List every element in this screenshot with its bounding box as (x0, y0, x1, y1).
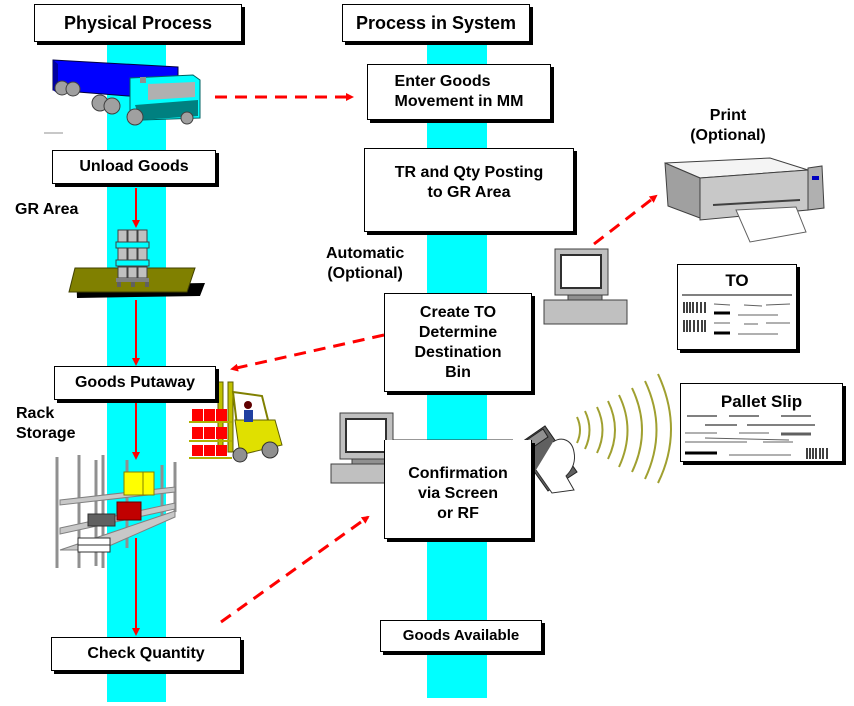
rack-storage-line2: Storage (16, 425, 76, 442)
pallet-slip-lines (685, 415, 828, 459)
create-to-line3: Destination (414, 343, 502, 361)
goods-available-label: Goods Available (402, 627, 520, 644)
confirmation-line2: via Screen (417, 485, 499, 502)
process-in-system-title: Process in System (355, 13, 517, 33)
rack-storage-line1: Rack (16, 405, 55, 422)
dashed-arrow-create-to-putaway (230, 333, 385, 372)
tr-qty-line2: to GR Area (427, 184, 511, 201)
enter-goods-movement-box: Enter Goods Movement in MM (367, 64, 551, 120)
to-document: TO (677, 264, 797, 350)
physical-process-title: Physical Process (63, 13, 213, 33)
rack-storage-label: Rack Storage (16, 404, 76, 444)
create-to-line1: Create TO (419, 303, 497, 321)
dashed-arrow-check-to-confirm (220, 515, 370, 624)
unload-goods-label: Unload Goods (79, 158, 189, 175)
tr-qty-posting-box: TR and Qty Posting to GR Area (364, 148, 574, 232)
automatic-line2: (Optional) (327, 265, 403, 282)
unload-goods-box: Unload Goods (52, 150, 216, 184)
tr-qty-line1: TR and Qty Posting (394, 164, 544, 181)
confirmation-line1: Confirmation (408, 465, 508, 482)
barcode-icon (682, 294, 792, 335)
process-in-system-header: Process in System (342, 4, 530, 42)
automatic-line1: Automatic (326, 245, 405, 262)
printer-icon (664, 157, 825, 243)
radio-waves-icon (576, 373, 672, 484)
pallet-slip-title: Pallet Slip (720, 392, 803, 411)
goods-putaway-box: Goods Putaway (54, 366, 216, 400)
pallet-slip-document: Pallet Slip (680, 383, 843, 462)
create-to-box: Create TO Determine Destination Bin (384, 293, 532, 392)
goods-available-box: Goods Available (380, 620, 542, 652)
pallet-icon (68, 229, 205, 298)
forklift-icon (189, 381, 283, 463)
check-quantity-box: Check Quantity (51, 637, 241, 671)
confirmation-line3: or RF (437, 505, 479, 522)
print-line1: Print (709, 107, 747, 124)
print-optional-label: Print (Optional) (676, 106, 780, 146)
dashed-arrow-computer-to-printer (593, 194, 658, 246)
physical-process-header: Physical Process (34, 4, 242, 42)
check-quantity-label: Check Quantity (87, 645, 205, 662)
computer-icon-1 (543, 248, 628, 325)
confirmation-box: Confirmation via Screen or RF (384, 440, 532, 539)
create-to-line4: Bin (445, 363, 471, 381)
print-line2: (Optional) (690, 127, 766, 144)
gr-area-label: GR Area (15, 201, 79, 218)
goods-putaway-label: Goods Putaway (74, 374, 196, 391)
automatic-optional-label: Automatic (Optional) (326, 244, 404, 284)
to-document-title: TO (725, 271, 749, 290)
enter-goods-line2: Movement in MM (394, 93, 524, 110)
enter-goods-line1: Enter Goods (394, 73, 491, 90)
create-to-line2: Determine (418, 323, 498, 341)
truck-icon (44, 59, 201, 134)
rack-shelves (59, 471, 176, 553)
